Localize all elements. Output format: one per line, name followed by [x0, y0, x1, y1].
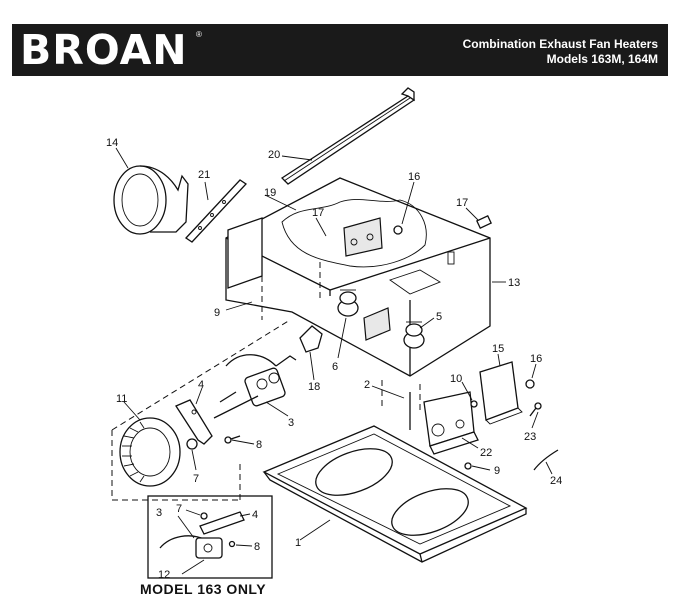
brand-logo: BROAN: [20, 26, 188, 74]
part-label-21: 21: [198, 169, 210, 181]
part-label-10: 10: [450, 373, 462, 385]
thermal-limit: [403, 321, 425, 349]
junction-screw: [470, 400, 478, 408]
part-label-15: 15: [492, 343, 504, 355]
junction-box: [423, 391, 479, 455]
part-label-3: 3: [288, 417, 294, 429]
grommet-side: [525, 379, 535, 389]
blower-wheel: [119, 417, 181, 487]
part-label-16-top: 16: [408, 171, 420, 183]
wire-clip: [476, 214, 492, 230]
heating-element-clip: [533, 449, 559, 471]
part-label-22: 22: [480, 447, 492, 459]
product-title: Combination Exhaust Fan Heaters: [462, 37, 658, 51]
part-label-23: 23: [524, 431, 536, 443]
registered-mark: ®: [196, 30, 202, 39]
inset-label-7: 7: [176, 503, 182, 515]
part-label-14: 14: [106, 137, 118, 149]
part-label-13: 13: [508, 277, 520, 289]
part-label-17-right: 17: [456, 197, 468, 209]
part-label-4: 4: [198, 379, 204, 391]
thermal-cutoff: [337, 289, 359, 317]
part-label-17-left: 17: [312, 207, 324, 219]
motor-bracket: [175, 399, 213, 445]
part-label-19: 19: [264, 187, 276, 199]
header-bar: BROAN ® Combination Exhaust Fan Heaters …: [12, 24, 668, 76]
grille: [262, 425, 528, 563]
mounting-bar: [280, 87, 416, 185]
part-label-8: 8: [256, 439, 262, 451]
part-label-16-side: 16: [530, 353, 542, 365]
motor: [213, 354, 297, 419]
part-label-9-upper: 9: [214, 307, 220, 319]
housing: [225, 177, 491, 377]
cover-plate: [479, 361, 523, 425]
inset-caption: MODEL 163 ONLY: [140, 581, 267, 597]
bottom-screw: [464, 462, 472, 470]
inset-label-12: 12: [158, 569, 170, 581]
leader-lines: [115, 147, 553, 541]
grommet-top: [393, 225, 403, 235]
part-label-5: 5: [436, 311, 442, 323]
nut: [186, 438, 198, 450]
model-163-inset: [147, 495, 273, 579]
model-numbers: Models 163M, 164M: [546, 52, 658, 66]
part-label-6: 6: [332, 361, 338, 373]
part-label-18: 18: [308, 381, 320, 393]
part-label-7: 7: [193, 473, 199, 485]
part-label-24: 24: [550, 475, 562, 487]
ground-screw: [529, 402, 542, 417]
part-label-11: 11: [116, 393, 127, 405]
side-bracket: [185, 179, 247, 243]
inset-label-4: 4: [252, 509, 258, 521]
duct-connector: [113, 165, 189, 235]
wire-connector: [299, 325, 323, 353]
part-label-1: 1: [295, 537, 301, 549]
part-label-20: 20: [268, 149, 280, 161]
inset-label-8: 8: [254, 541, 260, 553]
inset-label-3: 3: [156, 507, 162, 519]
assembly-guide-lines: [111, 319, 421, 501]
part-label-2: 2: [364, 379, 370, 391]
part-label-9-lower: 9: [494, 465, 500, 477]
screw: [224, 435, 241, 444]
